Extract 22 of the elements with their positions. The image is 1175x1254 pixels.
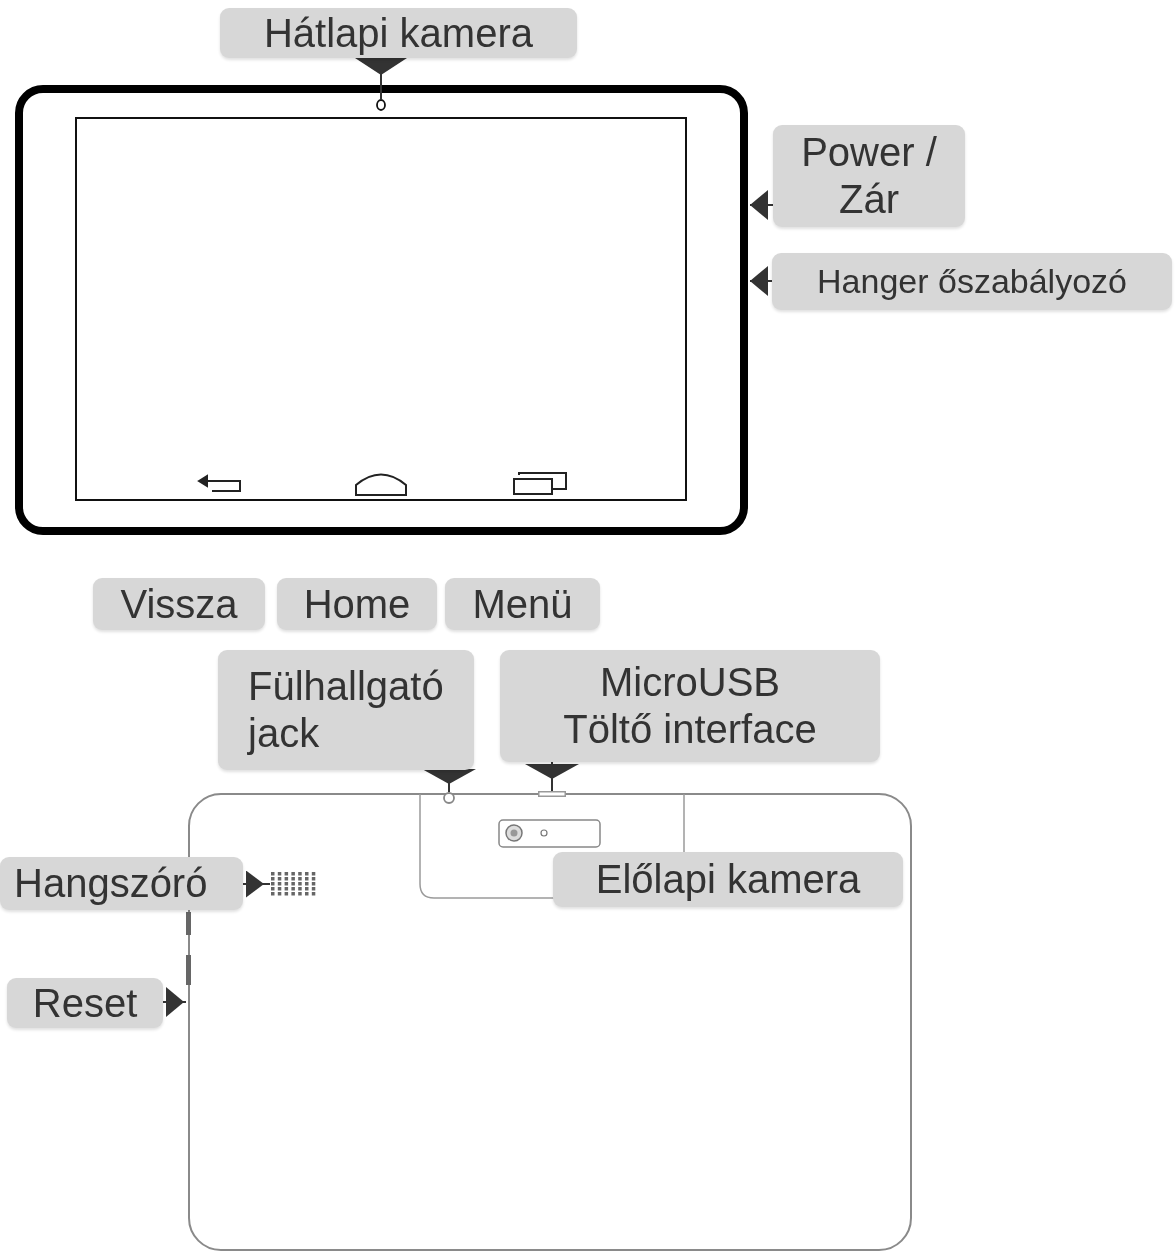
- callout-label: Reset: [7, 978, 163, 1028]
- camera-lens: [376, 99, 386, 111]
- speaker-grille: [270, 871, 318, 897]
- pointer-arrow: [162, 987, 187, 1017]
- headphone-jack: [443, 792, 455, 804]
- callout-label: MicroUSB Töltő interface: [500, 650, 880, 762]
- callout-label: Vissza: [93, 578, 265, 630]
- callout-label: Előlapi kamera: [553, 852, 903, 907]
- usb-port: [538, 791, 566, 797]
- pointer-arrow: [422, 769, 476, 793]
- callout-label: Home: [277, 578, 437, 630]
- pointer-arrow: [355, 57, 407, 100]
- callout-label: Hanger őszabályozó: [772, 253, 1172, 310]
- callout-label: Menü: [445, 578, 600, 630]
- callout-label: Fülhallgató jack: [218, 650, 474, 770]
- pointer-arrow: [525, 761, 579, 792]
- pointer-arrow: [242, 870, 271, 898]
- callout-label: Hangszóró: [0, 857, 243, 910]
- callout-label: Power / Zár: [773, 125, 965, 227]
- callout-label: Hátlapi kamera: [220, 8, 577, 58]
- pointer-arrow: [749, 190, 774, 220]
- pointer-arrow: [749, 266, 773, 296]
